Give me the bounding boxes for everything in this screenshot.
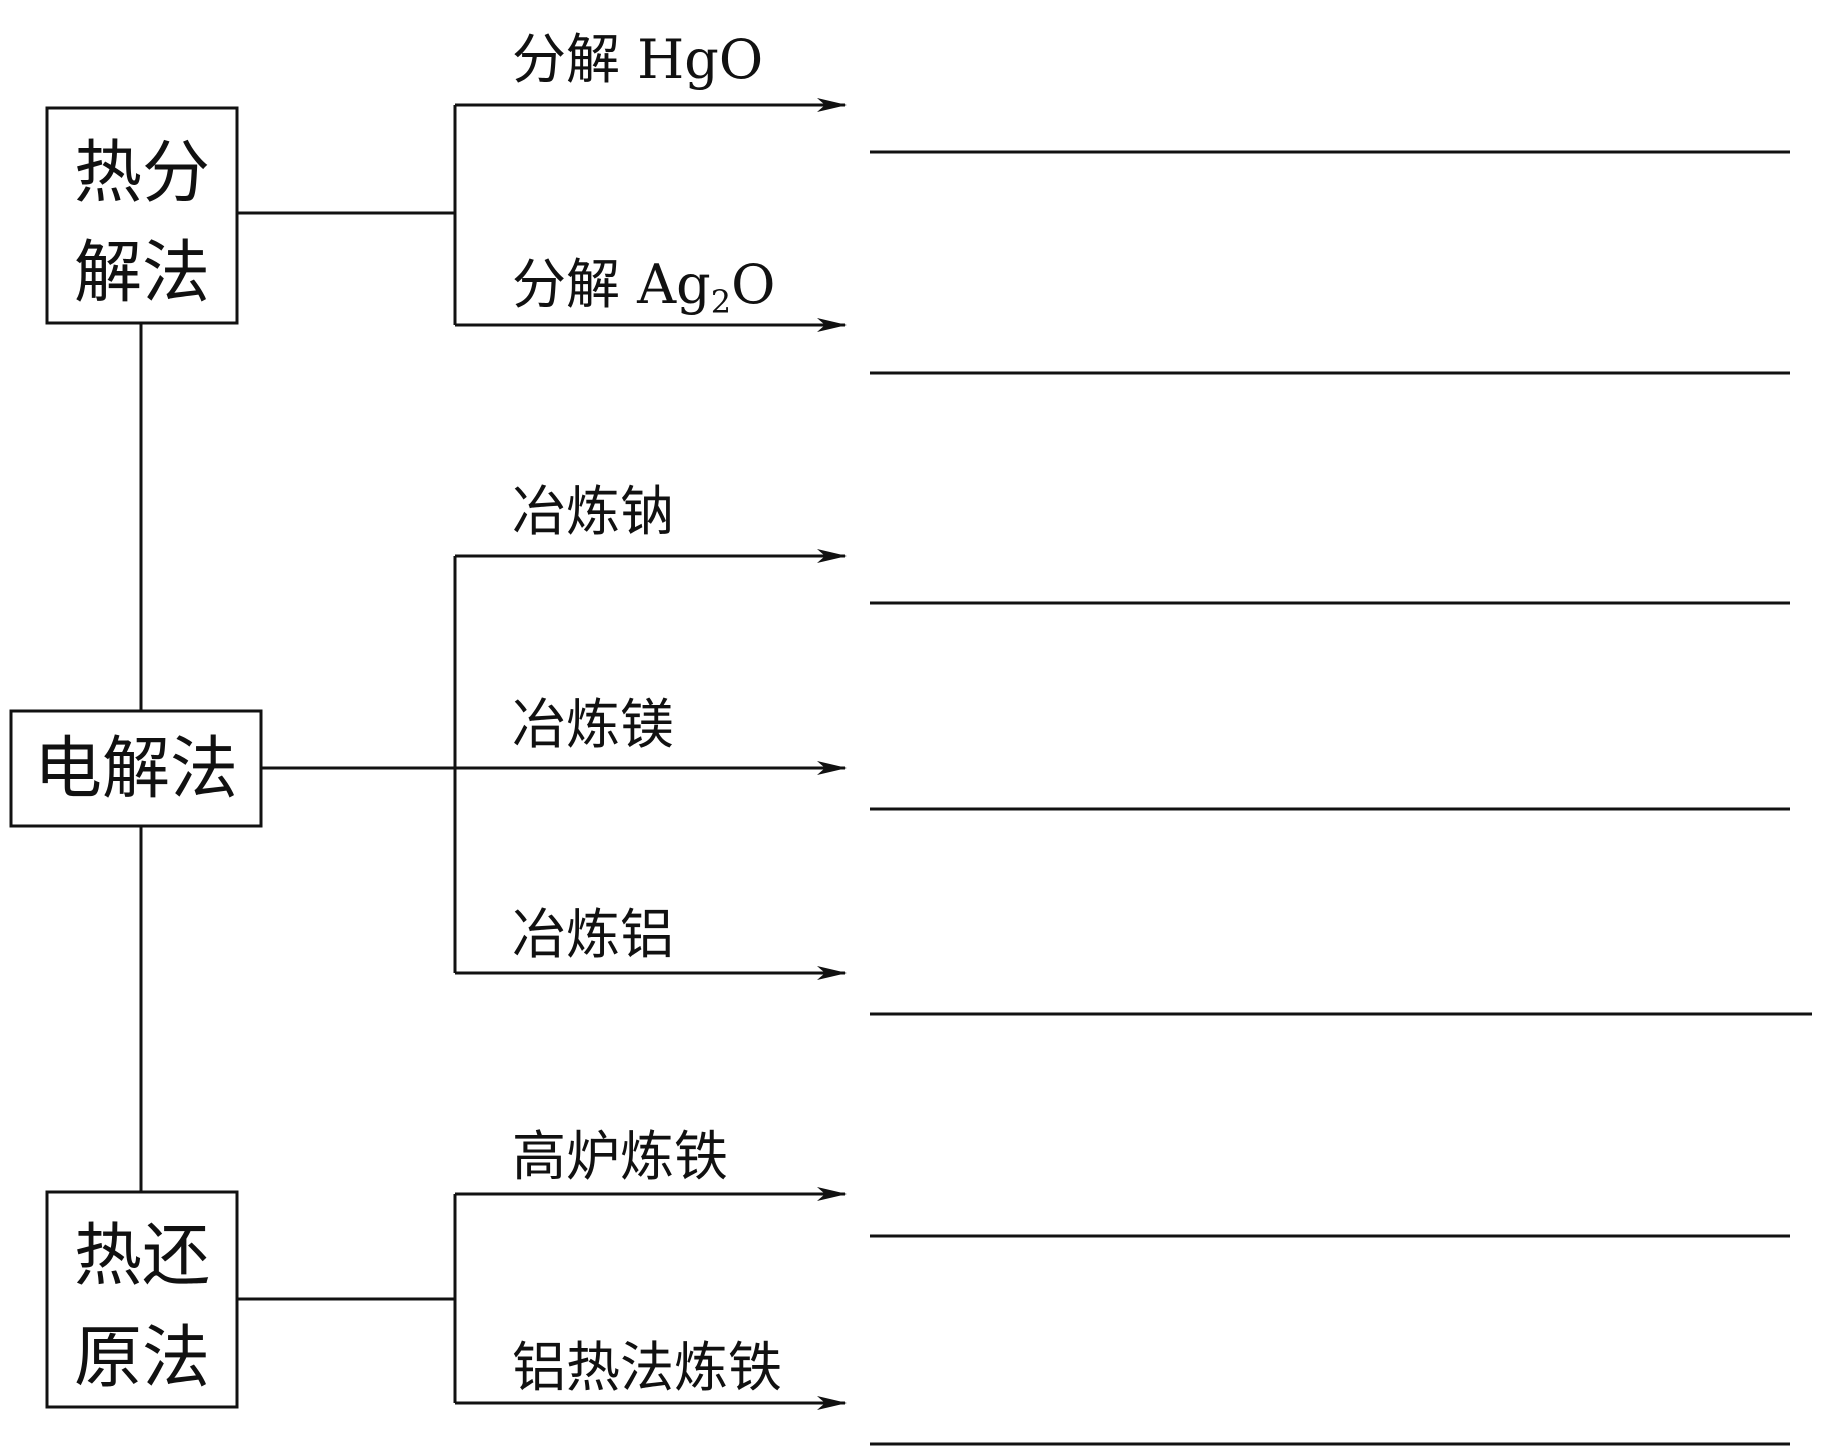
label-blast-furnace: 高炉炼铁 (512, 1125, 728, 1188)
label-smelt-aluminum: 冶炼铝 (512, 903, 674, 966)
electrolysis-box (9, 709, 263, 828)
label-thermite: 铝热法炼铁 (512, 1336, 782, 1399)
label-decompose-hgo: 分解 HgO (512, 28, 763, 91)
thermal-decomposition-label-line2: 解法 (74, 234, 210, 313)
label-smelt-magnesium: 冶炼镁 (512, 693, 674, 756)
thermal-decomposition-label-line1: 热分 (74, 134, 210, 213)
thermal-reduction-label-line1: 热还 (74, 1217, 210, 1296)
thermal-reduction-label-line2: 原法 (74, 1319, 210, 1398)
thermal-decomposition-box (45, 106, 239, 325)
label-smelt-sodium: 冶炼钠 (512, 480, 674, 543)
label-decompose-ag2o-formula-main: Ag (636, 253, 711, 316)
label-decompose-hgo-formula: HgO (637, 28, 763, 91)
thermal-reduction-box (45, 1190, 239, 1409)
label-decompose-hgo-prefix: 分解 (512, 28, 637, 91)
label-decompose-ag2o-formula-end: O (731, 253, 775, 316)
label-decompose-ag2o: 分解 Ag2O (512, 253, 775, 321)
electrolysis-label: 电解法 (34, 730, 238, 809)
label-decompose-ag2o-prefix: 分解 (512, 253, 637, 316)
label-decompose-ag2o-subscript: 2 (711, 283, 731, 321)
